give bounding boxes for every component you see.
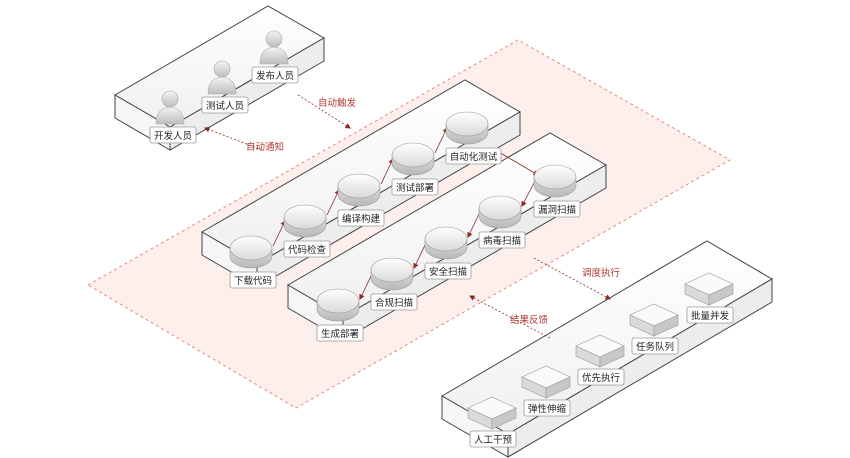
label-code-check: 代码检查	[283, 240, 331, 258]
svg-text:弹性伸缩: 弹性伸缩	[528, 403, 567, 415]
svg-text:优先执行: 优先执行	[582, 372, 621, 384]
flow-auto-notify: 自动通知	[246, 141, 284, 153]
box-manual-intervention	[467, 396, 517, 430]
label-priority-exec: 优先执行	[577, 368, 625, 386]
disk-vuln-scan	[533, 164, 577, 198]
label-vuln-scan: 漏洞扫描	[533, 200, 581, 218]
box-task-queue	[629, 303, 679, 337]
svg-text:开发人员: 开发人员	[154, 130, 192, 142]
svg-text:测试人员: 测试人员	[206, 100, 244, 112]
label-generate-deploy: 生成部署	[316, 324, 364, 342]
disk-auto-test	[445, 111, 489, 145]
disk-test-deploy	[391, 142, 435, 176]
disk-generate-deploy	[316, 288, 360, 322]
box-priority-exec	[575, 334, 625, 368]
person-tester-icon	[207, 60, 237, 95]
flow-auto-trigger: 自动触发	[318, 97, 357, 109]
label-publisher: 发布人员	[251, 66, 299, 84]
disk-download-code	[229, 235, 273, 269]
disk-compliance-scan	[370, 257, 414, 291]
label-download-code: 下载代码	[229, 271, 277, 289]
label-compile-build: 编译构建	[337, 209, 385, 227]
scan-arrow-4	[521, 180, 536, 207]
pipeline-arrow-3	[380, 157, 394, 185]
box-batch-concurrency	[684, 272, 734, 306]
label-test-deploy: 测试部署	[391, 178, 439, 196]
label-tester: 测试人员	[201, 96, 249, 114]
svg-text:合规扫描: 合规扫描	[375, 297, 414, 309]
svg-text:任务队列: 任务队列	[636, 341, 674, 353]
svg-text:安全扫描: 安全扫描	[429, 266, 468, 278]
disk-code-check	[283, 204, 327, 238]
svg-text:代码检查: 代码检查	[288, 244, 327, 256]
disk-virus-scan	[478, 195, 522, 229]
svg-text:漏洞扫描: 漏洞扫描	[538, 204, 577, 216]
scan-arrow-2	[413, 242, 427, 270]
svg-text:自动化测试: 自动化测试	[450, 151, 498, 163]
pipeline-arrow-1	[272, 219, 286, 247]
label-compliance-scan: 合规扫描	[370, 293, 418, 311]
disk-security-scan	[424, 226, 468, 260]
scan-arrow-3	[467, 211, 481, 239]
box-elastic-scaling	[521, 365, 571, 399]
svg-text:测试部署: 测试部署	[396, 182, 434, 194]
disk-compile-build	[337, 173, 381, 207]
svg-text:批量并发: 批量并发	[691, 310, 730, 322]
svg-text:发布人员: 发布人员	[256, 70, 294, 82]
pipeline-arrow-2	[326, 188, 340, 216]
label-task-queue: 任务队列	[631, 337, 679, 355]
svg-text:下载代码: 下载代码	[234, 275, 272, 287]
label-manual-intervention: 人工干预	[469, 430, 517, 448]
svg-text:编译构建: 编译构建	[342, 213, 381, 225]
svg-text:生成部署: 生成部署	[321, 328, 359, 340]
svg-text:人工干预: 人工干预	[474, 435, 513, 446]
label-virus-scan: 病毒扫描	[478, 231, 526, 249]
scan-arrow-1	[359, 273, 373, 301]
result-feedback-arrow	[469, 295, 551, 339]
person-publisher-icon	[259, 30, 289, 65]
label-elastic-scaling: 弹性伸缩	[523, 399, 571, 417]
flow-schedule-exec: 调度执行	[582, 267, 621, 279]
person-developer-icon	[155, 90, 185, 125]
svg-text:病毒扫描: 病毒扫描	[483, 235, 522, 247]
pipeline-arrow-4	[434, 126, 448, 154]
flow-result-feedback: 结果反馈	[510, 314, 549, 326]
label-security-scan: 安全扫描	[424, 262, 472, 280]
label-auto-test: 自动化测试	[445, 147, 502, 165]
label-batch-concurrency: 批量并发	[686, 306, 734, 324]
label-developer: 开发人员	[149, 126, 197, 144]
